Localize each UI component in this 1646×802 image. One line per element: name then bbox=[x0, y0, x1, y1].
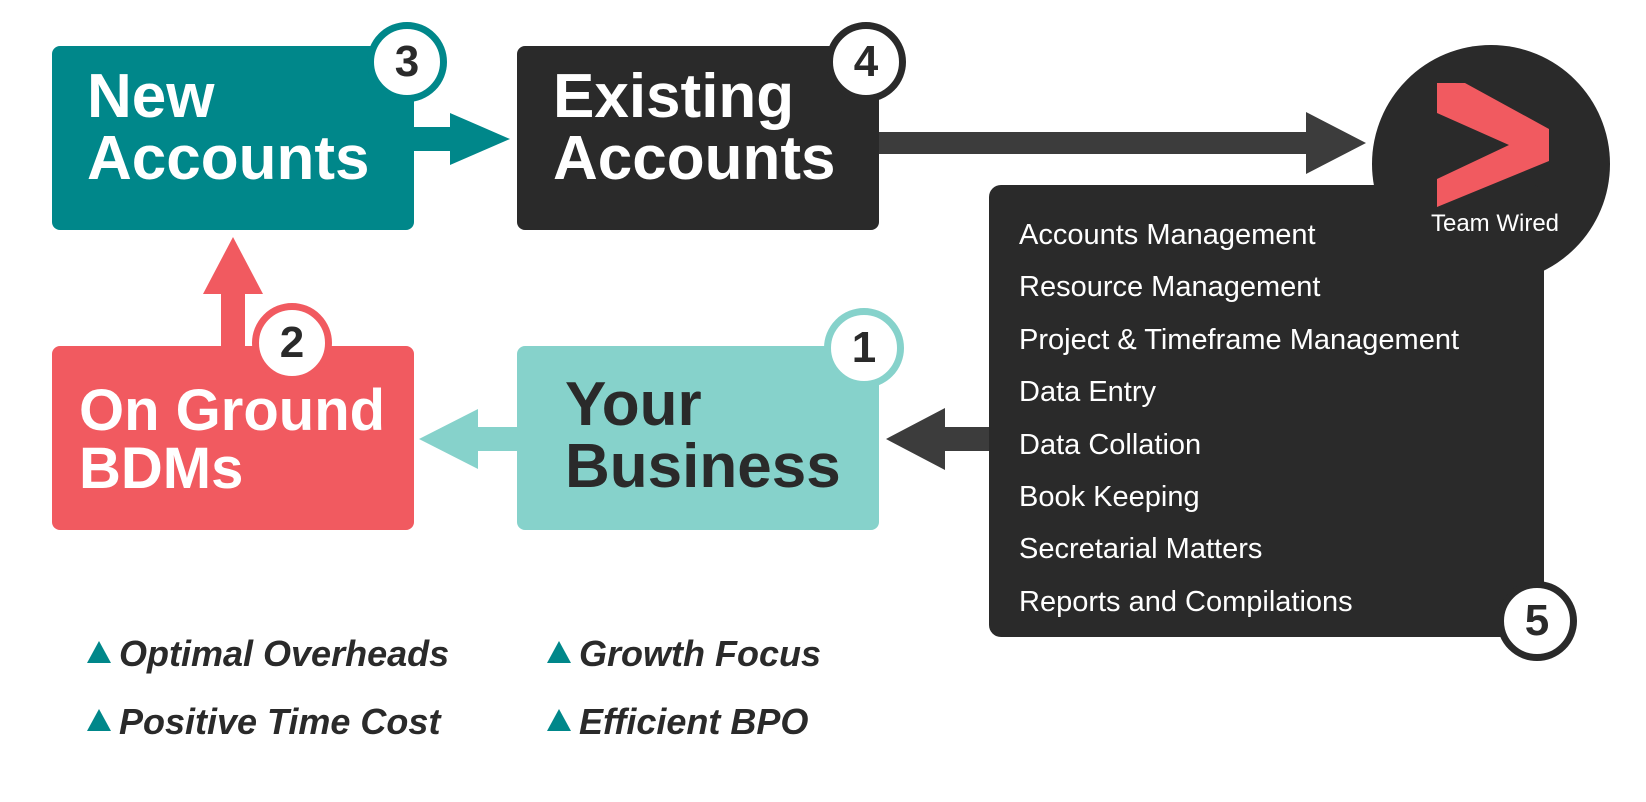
service-item: Data Entry bbox=[1019, 376, 1156, 409]
service-item: Book Keeping bbox=[1019, 481, 1200, 514]
service-item: Resource Management bbox=[1019, 271, 1321, 304]
existing-accounts-label-line1: Existing bbox=[553, 62, 795, 131]
on-ground-bdms-label-line2: BDMs bbox=[79, 436, 244, 501]
benefit-item: Growth Focus bbox=[547, 633, 821, 675]
services-panel: Accounts Management Resource Management … bbox=[989, 185, 1544, 637]
triangle-bullet-icon bbox=[87, 641, 111, 663]
benefit-item: Efficient BPO bbox=[547, 701, 808, 743]
arrow-new-to-existing bbox=[412, 113, 510, 165]
step-badge-5: 5 bbox=[1497, 581, 1577, 661]
existing-accounts-box: Existing Accounts bbox=[517, 46, 879, 230]
step-badge-4: 4 bbox=[826, 22, 906, 102]
new-accounts-box: New Accounts bbox=[52, 46, 414, 230]
service-item: Data Collation bbox=[1019, 428, 1202, 461]
on-ground-bdms-box: On Ground BDMs bbox=[52, 346, 414, 530]
service-item: Secretarial Matters bbox=[1019, 533, 1263, 566]
team-wired-name: Team Wired bbox=[1430, 210, 1560, 237]
benefit-label: Positive Time Cost bbox=[119, 701, 441, 742]
triangle-bullet-icon bbox=[547, 641, 571, 663]
triangle-bullet-icon bbox=[547, 709, 571, 731]
arrow-services-to-business bbox=[886, 408, 992, 470]
service-item: Accounts Management bbox=[1019, 219, 1316, 251]
step-badge-1: 1 bbox=[824, 308, 904, 388]
benefit-label: Optimal Overheads bbox=[119, 633, 450, 674]
your-business-label-line1: Your bbox=[565, 370, 702, 439]
arrow-existing-to-teamwired bbox=[877, 112, 1366, 174]
benefit-item: Optimal Overheads bbox=[87, 633, 449, 675]
services-list: Accounts Management Resource Management … bbox=[989, 185, 1544, 628]
new-accounts-label-line1: New bbox=[87, 62, 215, 131]
step-badge-2: 2 bbox=[252, 303, 332, 383]
your-business-box: Your Business bbox=[517, 346, 879, 530]
existing-accounts-label-line2: Accounts bbox=[553, 124, 836, 193]
step-badge-3: 3 bbox=[367, 22, 447, 102]
new-accounts-label-line2: Accounts bbox=[87, 124, 370, 193]
on-ground-bdms-label-line1: On Ground bbox=[79, 378, 386, 443]
arrow-bdms-to-new bbox=[203, 237, 263, 350]
benefit-label: Growth Focus bbox=[579, 633, 821, 674]
arrow-business-to-bdms bbox=[419, 409, 522, 469]
chevron-right-icon bbox=[1437, 83, 1549, 207]
triangle-bullet-icon bbox=[87, 709, 111, 731]
service-item: Project & Timeframe Management bbox=[1019, 323, 1460, 356]
benefit-label: Efficient BPO bbox=[579, 701, 809, 742]
benefit-item: Positive Time Cost bbox=[87, 701, 440, 743]
your-business-label-line2: Business bbox=[565, 432, 841, 501]
service-item: Reports and Compilations bbox=[1019, 585, 1353, 618]
